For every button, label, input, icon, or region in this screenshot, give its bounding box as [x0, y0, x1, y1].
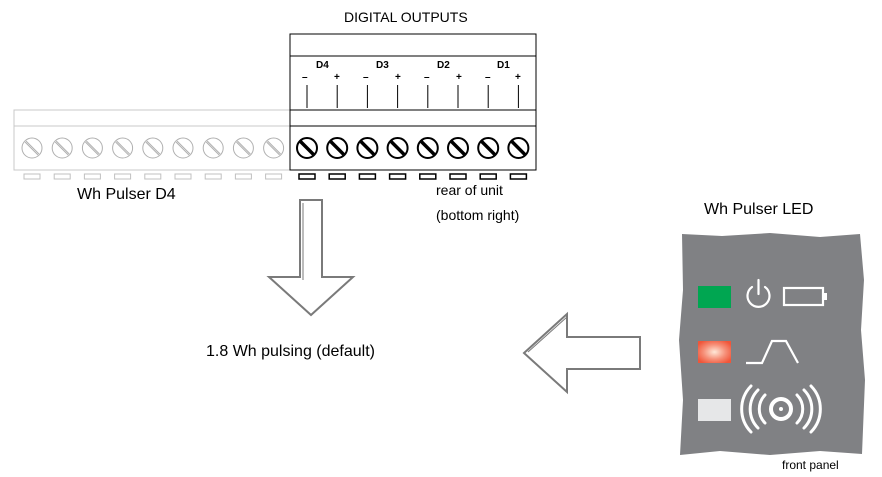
faded-tab: [53, 173, 71, 180]
output-label-d3: D3: [376, 60, 389, 71]
terminal-tabs: [298, 173, 528, 180]
front-panel-label: front panel: [782, 458, 839, 472]
led-title: Wh Pulser LED: [704, 201, 814, 218]
terminal-tab: [479, 173, 497, 180]
faded-screw: [51, 137, 73, 159]
sensor-icon: [740, 384, 822, 434]
led-orange: [698, 341, 731, 363]
output-label-d4: D4: [316, 60, 329, 71]
digital-output-terminal-block: [289, 33, 537, 171]
faded-screw: [21, 137, 43, 159]
rear-note-line1: rear of unit: [436, 182, 503, 198]
terminal-tab: [419, 173, 437, 180]
faded-tab: [234, 173, 252, 180]
terminal-tab: [449, 173, 467, 180]
polarity-minus-d3: –: [363, 72, 369, 83]
pulser-d4-label: Wh Pulser D4: [77, 186, 176, 203]
faded-screw: [142, 137, 164, 159]
terminal-tab: [328, 173, 346, 180]
digital-outputs-title: DIGITAL OUTPUTS: [344, 9, 468, 25]
faded-screws: [21, 137, 285, 159]
polarity-plus-d1: +: [515, 72, 521, 83]
polarity-plus-d4: +: [334, 72, 340, 83]
polarity-minus-d1: –: [485, 72, 491, 83]
led-gray: [698, 399, 731, 421]
faded-tabs: [23, 173, 283, 180]
terminal-screw: [296, 137, 318, 159]
terminal-screws: [296, 137, 530, 159]
terminal-tab: [509, 173, 528, 180]
polarity-plus-d2: +: [456, 72, 462, 83]
faded-screw: [172, 137, 194, 159]
faded-tab: [204, 173, 222, 180]
terminal-screw: [386, 137, 409, 159]
terminal-pins: [306, 85, 519, 108]
output-label-d2: D2: [437, 60, 450, 71]
faded-screw: [112, 137, 134, 159]
faded-tab: [174, 173, 192, 180]
terminal-screw: [326, 137, 349, 159]
faded-tab: [83, 173, 101, 180]
terminal-screw: [416, 137, 439, 159]
output-label-d1: D1: [497, 60, 510, 71]
polarity-plus-d3: +: [395, 72, 401, 83]
terminal-tab: [298, 173, 316, 180]
power-icon: [746, 278, 771, 308]
down-arrow: [266, 199, 356, 317]
pulsing-label: 1.8 Wh pulsing (default): [206, 343, 375, 360]
faded-tab: [265, 173, 283, 180]
led-green: [698, 286, 731, 308]
terminal-tab: [358, 173, 377, 180]
faded-screw: [263, 137, 285, 159]
faded-screw: [81, 137, 103, 159]
terminal-screw: [477, 137, 500, 159]
pulse-icon: [746, 339, 799, 365]
polarity-minus-d4: –: [302, 72, 308, 83]
polarity-minus-d2: –: [424, 72, 430, 83]
terminal-screw: [356, 137, 379, 159]
faded-screw: [232, 137, 254, 159]
faded-tab: [23, 173, 41, 180]
terminal-screw: [447, 137, 469, 159]
left-arrow: [522, 311, 641, 395]
terminal-tab: [388, 173, 407, 180]
faded-tab: [114, 173, 132, 180]
battery-icon: [782, 286, 827, 307]
faded-tab: [144, 173, 162, 180]
terminal-screw: [507, 137, 530, 159]
faded-screw: [202, 137, 224, 159]
rear-note-line2: (bottom right): [436, 207, 520, 223]
